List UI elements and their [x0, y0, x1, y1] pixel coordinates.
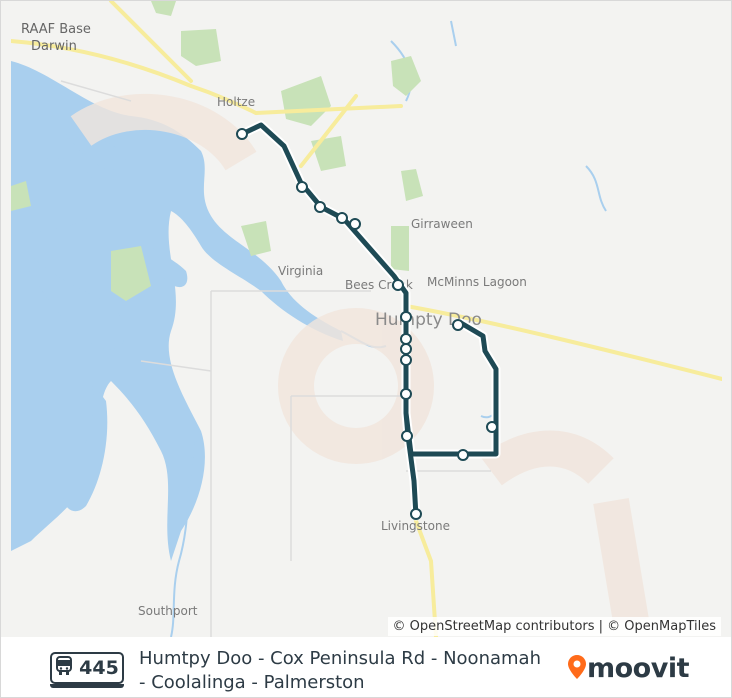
- brand-name: moovit: [587, 653, 690, 684]
- bus-stop: [400, 388, 412, 400]
- bus-stop: [336, 212, 348, 224]
- bus-stop: [314, 201, 326, 213]
- place-label-raaf-base: RAAF Base: [21, 22, 91, 37]
- bus-stop: [452, 319, 464, 331]
- bus-stop: [392, 279, 404, 291]
- bus-stop: [410, 508, 422, 520]
- place-label-livingstone: Livingstone: [381, 519, 450, 533]
- route-name: Humtpy Doo - Cox Peninsula Rd - Noonamah…: [139, 647, 559, 695]
- bus-stops[interactable]: [236, 128, 498, 520]
- bus-stop: [486, 421, 498, 433]
- place-label-mcminns-lagoon: McMinns Lagoon: [427, 275, 527, 289]
- place-label-girraween: Girraween: [411, 217, 473, 231]
- route-name-line-1: Humtpy Doo - Cox Peninsula Rd - Noonamah: [139, 648, 541, 669]
- route-badge[interactable]: 445: [50, 652, 124, 684]
- route-map[interactable]: RAAF Base Darwin Holtze Girraween Virgin…: [11, 1, 722, 637]
- route-line: [239, 122, 499, 519]
- bus-stop: [400, 354, 412, 366]
- place-label-darwin: Darwin: [31, 39, 77, 54]
- place-label-holtze: Holtze: [217, 95, 255, 109]
- map-attribution[interactable]: © OpenStreetMap contributors | © OpenMap…: [387, 617, 721, 636]
- bus-stop: [400, 311, 412, 323]
- bus-icon: [55, 656, 73, 680]
- bus-route[interactable]: [237, 120, 501, 521]
- park-areas: [11, 1, 423, 301]
- moovit-logo[interactable]: moovit: [567, 653, 690, 684]
- bus-stop: [457, 449, 469, 461]
- water-bodies: [11, 61, 343, 561]
- watermark: [70, 94, 649, 624]
- bus-stop: [349, 218, 361, 230]
- moovit-pin-icon: [567, 654, 587, 684]
- place-label-southport: Southport: [138, 604, 198, 618]
- route-name-line-2: - Coolalinga - Palmerston: [139, 672, 365, 693]
- bus-stop: [400, 343, 412, 355]
- route-number: 445: [79, 657, 119, 679]
- place-label-virginia: Virginia: [278, 264, 323, 278]
- bus-stop: [296, 181, 308, 193]
- route-badge-underline: [50, 684, 124, 688]
- major-roads: [11, 1, 722, 637]
- bus-stop: [400, 333, 412, 345]
- minor-roads: [60, 80, 491, 637]
- bus-stop: [236, 128, 248, 140]
- bus-stop: [401, 430, 413, 442]
